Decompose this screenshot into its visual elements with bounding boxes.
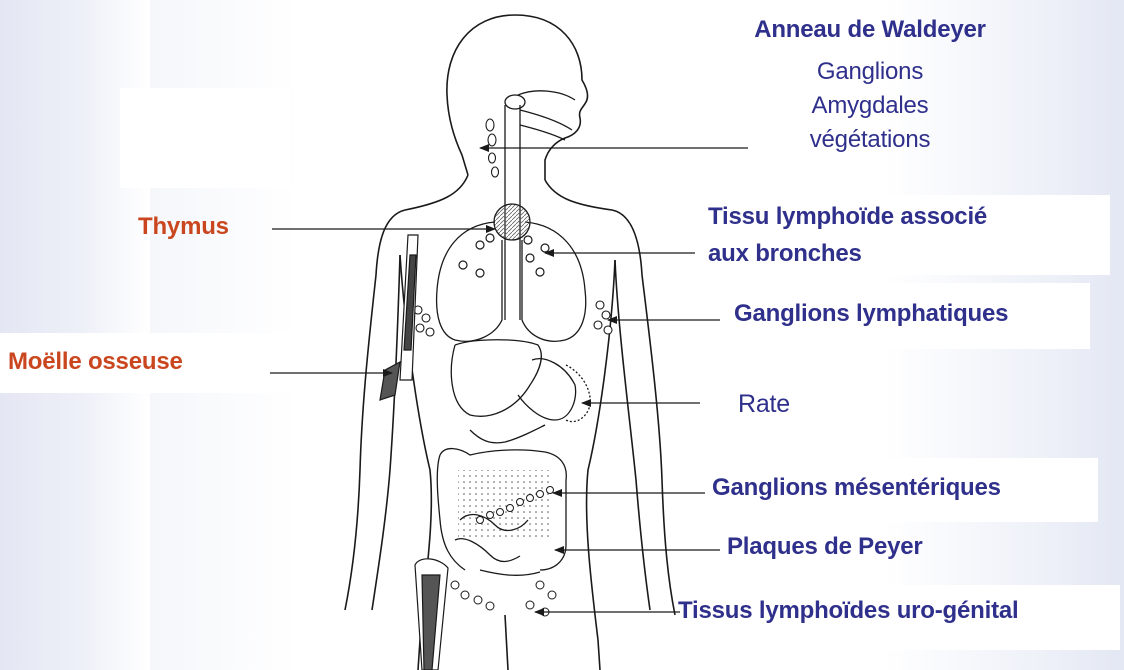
label-waldeyer-ganglions: Ganglions — [710, 58, 1030, 86]
label-plaques-peyer: Plaques de Peyer — [727, 533, 923, 561]
femur-bone — [415, 559, 448, 670]
thymus-organ — [494, 204, 530, 240]
label-ganglions-mesenteriques: Ganglions mésentériques — [712, 474, 1001, 502]
label-tissus-urogenital: Tissus lymphoïdes uro-génital — [678, 597, 1019, 625]
abdominal-organs — [451, 340, 590, 443]
bronchial-nodules — [459, 234, 549, 277]
label-waldeyer-vegetations: végétations — [710, 126, 1030, 154]
label-rate: Rate — [738, 390, 790, 419]
label-waldeyer-title: Anneau de Waldeyer — [710, 16, 1030, 44]
body-outline — [345, 15, 675, 670]
label-thymus: Thymus — [138, 213, 229, 241]
inguinal-ganglions — [451, 581, 556, 616]
label-moelle-osseuse: Moëlle osseuse — [8, 348, 183, 376]
label-bronches-line1: Tissu lymphoïde associé — [708, 203, 987, 231]
label-ganglions-lymphatiques: Ganglions lymphatiques — [734, 300, 1008, 328]
humerus-bone — [380, 235, 418, 400]
label-bronches-line2: aux bronches — [708, 240, 862, 268]
label-waldeyer-amygdales: Amygdales — [710, 92, 1030, 120]
